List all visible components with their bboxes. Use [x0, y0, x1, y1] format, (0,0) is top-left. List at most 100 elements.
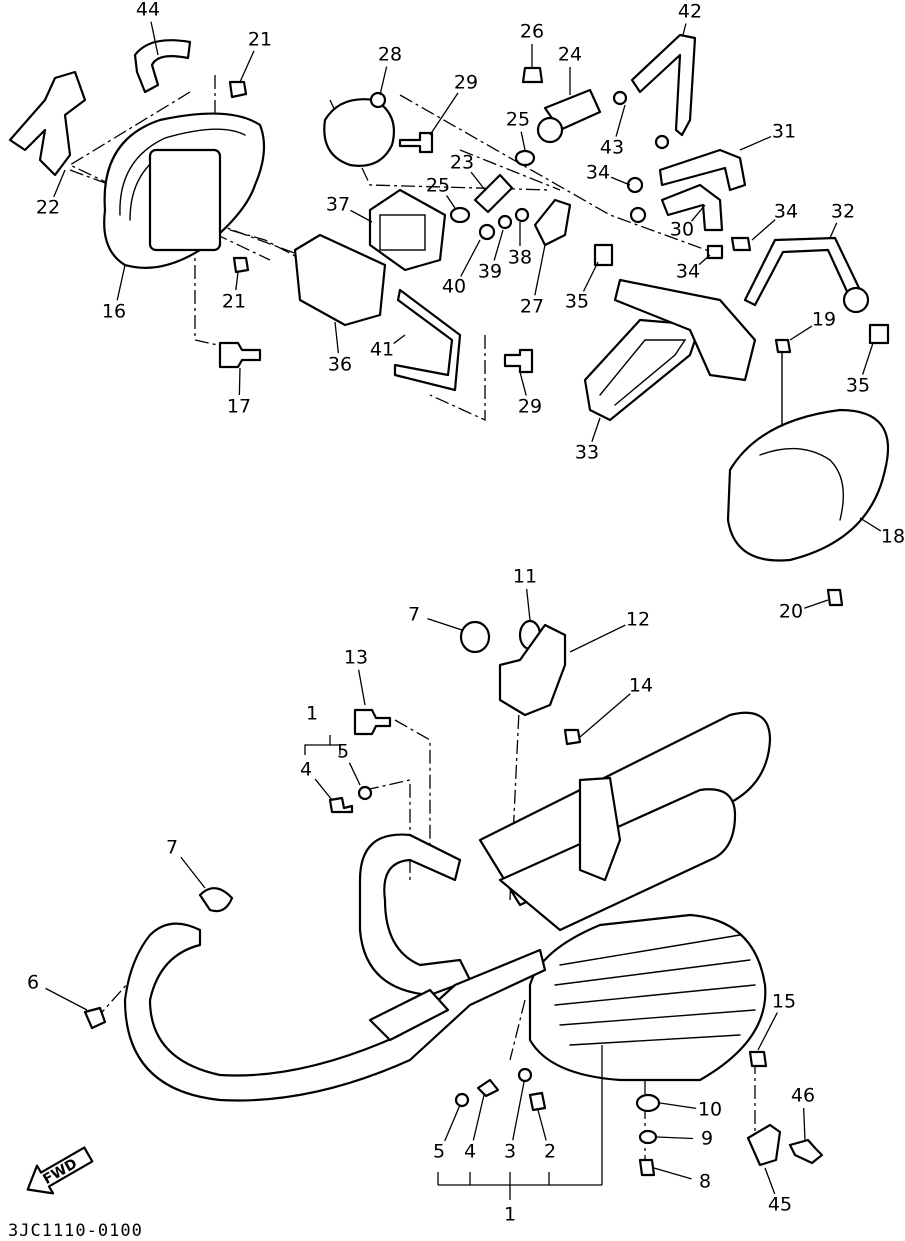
- leader-line-22: [53, 169, 66, 198]
- callout-26: 26: [520, 21, 544, 43]
- drawing-code: 3JC1110-0100: [8, 1221, 143, 1241]
- breather-hose-part-44: [133, 39, 192, 94]
- leader-line-3: [512, 1081, 525, 1141]
- leader-line-35: [582, 261, 599, 292]
- leader-line-9: [656, 1136, 694, 1140]
- hose-part-30: [660, 183, 724, 232]
- callout-29: 29: [518, 396, 542, 418]
- callout-16: 16: [102, 301, 126, 323]
- bolt-part-13: [353, 708, 392, 736]
- callout-3: 3: [504, 1141, 516, 1163]
- callout-34: 34: [774, 201, 798, 223]
- callout-12: 12: [626, 609, 650, 631]
- clip-part-43-a: [612, 90, 628, 106]
- clamp-part-34-a: [626, 176, 644, 194]
- callout-28: 28: [378, 44, 402, 66]
- leader-line-15: [757, 1012, 778, 1051]
- bracket-part-33: [583, 318, 702, 422]
- leader-line-37: [350, 209, 373, 223]
- washer-part-40: [478, 223, 496, 241]
- pipe-connector: [842, 286, 870, 314]
- nut-part-38: [514, 207, 530, 223]
- forward-direction-arrow: FWD: [26, 1146, 94, 1195]
- element-grid: [379, 214, 426, 251]
- leader-line-40: [460, 239, 481, 277]
- cap-part-36: [293, 233, 387, 327]
- leader-line-14: [579, 693, 631, 738]
- leader-line-4: [314, 778, 333, 801]
- nut-part-21-lower: [232, 256, 250, 274]
- callout-30: 30: [670, 219, 694, 241]
- leader-line-34: [610, 176, 631, 186]
- leader-line-2: [537, 1109, 547, 1141]
- leader-line-25: [446, 195, 456, 209]
- callout-22: 22: [36, 197, 60, 219]
- leader-line-19: [789, 325, 813, 341]
- callout-34: 34: [586, 162, 610, 184]
- bracket-part-45: [746, 1123, 782, 1167]
- leader-line-13: [357, 669, 366, 706]
- callout-27: 27: [520, 296, 544, 318]
- bolt-part-4-lower: [476, 1078, 500, 1098]
- callout-15: 15: [772, 991, 796, 1013]
- leader-line-35: [861, 342, 874, 375]
- callout-4: 4: [300, 759, 312, 781]
- callout-41: 41: [370, 339, 394, 361]
- washer-part-10: [635, 1093, 661, 1113]
- muffler-bracket: [578, 776, 622, 882]
- pipe-assembly-body: [613, 278, 757, 382]
- leader-line-16: [116, 264, 126, 301]
- callout-25: 25: [506, 109, 530, 131]
- callout-17: 17: [227, 396, 251, 418]
- callout-11: 11: [513, 566, 537, 588]
- callout-42: 42: [678, 1, 702, 23]
- callout-18: 18: [881, 526, 905, 548]
- callout-4: 4: [464, 1141, 476, 1163]
- leader-line-30: [690, 204, 706, 222]
- leader-line-17: [238, 367, 241, 396]
- leader-line-4: [472, 1094, 485, 1141]
- clamp-part-34-c: [730, 236, 752, 252]
- callout-9: 9: [701, 1128, 713, 1150]
- exhaust-chamber: [528, 913, 767, 1082]
- callout-40: 40: [442, 276, 466, 298]
- leader-line-34: [698, 254, 711, 266]
- cover-fitting: [369, 91, 387, 109]
- callout-21: 21: [248, 29, 272, 51]
- pipe-clamp: [368, 988, 450, 1042]
- leader-line-33: [591, 417, 601, 442]
- callout-32: 32: [831, 201, 855, 223]
- leader-line-18: [859, 517, 882, 532]
- leader-line-7: [427, 617, 463, 631]
- screw-part-29-lower: [503, 348, 534, 374]
- hose-part-31: [658, 148, 747, 192]
- joint-part-12: [498, 623, 567, 717]
- callout-35: 35: [565, 291, 589, 313]
- leader-line-25: [520, 131, 526, 151]
- air-cleaner-assembly: [8, 33, 890, 607]
- callout-21: 21: [222, 291, 246, 313]
- joint-part-27: [533, 198, 572, 247]
- leader-line-6: [45, 987, 88, 1011]
- cap-part-35-right: [868, 323, 890, 345]
- leader-line-39: [493, 229, 504, 261]
- nut-part-21-upper: [228, 80, 248, 99]
- gasket-part-7-upper: [459, 620, 491, 654]
- element-part-37: [368, 188, 447, 272]
- callout-10: 10: [698, 1099, 722, 1121]
- leader-line-27: [534, 244, 546, 296]
- leader-line-43: [615, 104, 626, 137]
- leader-lines: [45, 21, 882, 1195]
- leader-line-21: [239, 50, 255, 83]
- callout-45: 45: [768, 1194, 792, 1216]
- washer-part-9: [638, 1129, 658, 1145]
- leader-line-11: [525, 588, 531, 621]
- leader-line-29: [519, 371, 527, 396]
- exhaust-assembly: [83, 619, 824, 1200]
- nut-part-6: [83, 1006, 107, 1030]
- leader-line-21: [235, 271, 239, 291]
- callout-24: 24: [558, 44, 582, 66]
- bolt-part-2: [528, 1091, 547, 1112]
- washer-part-39: [497, 214, 513, 230]
